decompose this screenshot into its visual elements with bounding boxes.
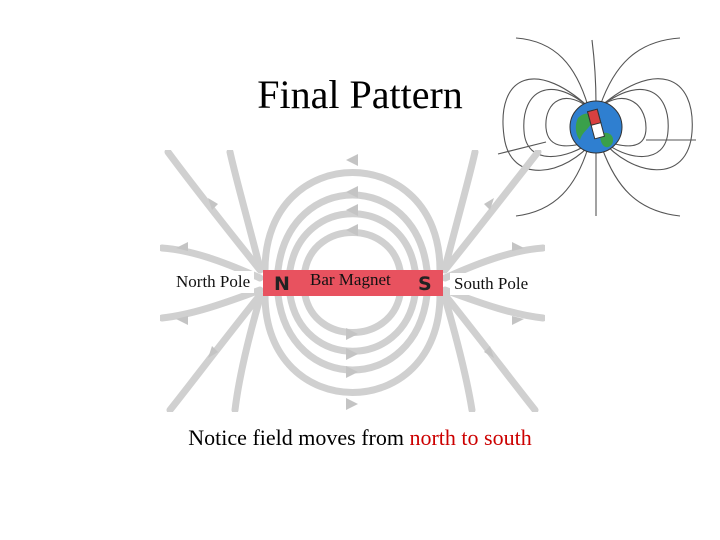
south-pole-label: South Pole bbox=[450, 273, 533, 295]
earth-field-svg bbox=[497, 37, 696, 217]
earth-magnetic-field bbox=[496, 36, 700, 223]
north-pole-letter: N bbox=[274, 273, 290, 295]
north-pole-label: North Pole bbox=[172, 271, 255, 293]
south-pole-letter: S bbox=[418, 273, 432, 295]
caption: Notice field moves from north to south bbox=[100, 424, 620, 452]
bar-magnet-field-diagram: North Pole N Bar Magnet S South Pole bbox=[160, 150, 545, 412]
bar-magnet-body bbox=[263, 270, 443, 296]
bar-magnet-label: Bar Magnet bbox=[310, 270, 391, 289]
caption-prefix: Notice field moves from bbox=[188, 425, 410, 450]
field-lines-svg bbox=[160, 150, 545, 412]
caption-highlight: north to south bbox=[409, 425, 532, 450]
bar-magnet-icon bbox=[586, 108, 606, 140]
slide-title: Final Pattern bbox=[257, 72, 463, 117]
field-arrows bbox=[176, 154, 524, 410]
